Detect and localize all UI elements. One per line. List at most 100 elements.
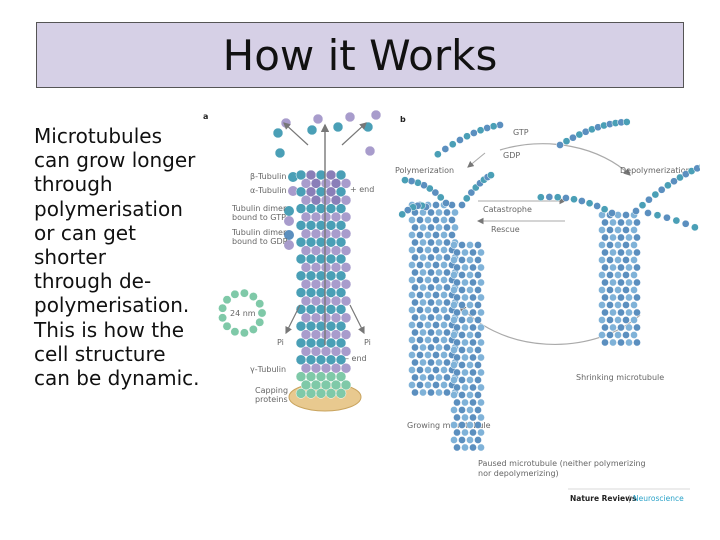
plus-end-label: + end <box>350 185 374 194</box>
tube-subunit <box>443 313 451 322</box>
panel-a-letter: a <box>203 112 208 121</box>
tube-subunit <box>469 398 477 407</box>
curl-subunit <box>487 171 495 179</box>
tube-subunit <box>435 208 443 217</box>
tube-subunit <box>419 268 427 277</box>
tube-subunit <box>443 223 451 232</box>
curl-subunit <box>441 145 450 153</box>
free-tubulin-dimer <box>344 111 356 123</box>
tube-subunit <box>411 388 419 397</box>
tube-subunit <box>461 398 469 407</box>
curl-subunit <box>664 181 672 190</box>
body-line: can be dynamic. <box>34 366 200 391</box>
curl-subunit <box>644 209 652 217</box>
tube-subunit <box>411 343 419 352</box>
curl-subunit <box>476 126 485 135</box>
tube-subunit <box>601 263 609 272</box>
tube-subunit <box>440 351 448 359</box>
tube-subunit <box>469 353 477 362</box>
svg-text:|: | <box>628 494 631 503</box>
tube-subunit <box>466 391 474 399</box>
tube-subunit <box>461 263 469 272</box>
microtubule-figure: a β-Tubulin α-Tubulin Tubulin dimer boun… <box>203 109 700 503</box>
tube-subunit <box>458 391 466 399</box>
tube-subunit <box>416 306 424 314</box>
tube-subunit <box>469 278 477 287</box>
tubulin-subunit <box>335 337 347 349</box>
tube-subunit <box>408 306 416 314</box>
tube-subunit <box>416 276 424 284</box>
tube-subunit <box>453 248 461 257</box>
tube-subunit <box>622 286 630 294</box>
tube-subunit <box>435 343 443 352</box>
tube-subunit <box>474 256 482 264</box>
tube-subunit <box>461 368 469 377</box>
tube-subunit <box>598 316 606 324</box>
tube-subunit <box>419 253 427 262</box>
gdp-label: GDP <box>503 151 520 160</box>
tube-subunit <box>408 231 416 239</box>
tube-subunit <box>474 406 482 414</box>
tube-subunit <box>448 216 456 224</box>
tube-subunit <box>453 398 461 407</box>
curl-subunit <box>398 210 407 219</box>
tube-subunit <box>617 233 625 242</box>
body-line: polymerisation <box>34 196 183 221</box>
tube-subunit <box>469 323 477 332</box>
tube-subunit <box>622 316 630 324</box>
tube-subunit <box>474 391 482 399</box>
tube-subunit <box>450 316 458 324</box>
tube-subunit <box>427 328 435 337</box>
ring-subunit <box>218 303 228 313</box>
tube-subunit <box>416 321 424 329</box>
free-tubulin-dimer <box>306 124 318 136</box>
tube-subunit <box>427 238 435 247</box>
tube-subunit <box>432 306 440 314</box>
tube-subunit <box>450 331 458 339</box>
tubulin-subunit <box>340 278 352 290</box>
free-tubulin-dimer <box>332 121 344 133</box>
tube-subunit <box>450 421 458 429</box>
tubulin-subunit <box>305 388 317 399</box>
tube-subunit <box>424 231 432 239</box>
tube-subunit <box>630 286 638 294</box>
tube-subunit <box>458 271 466 279</box>
legend-beta: β-Tubulin <box>250 172 286 181</box>
legend-alpha: α-Tubulin <box>250 186 287 195</box>
legend-gtp-1: Tubulin dimer <box>231 204 287 213</box>
tube-subunit <box>625 248 633 257</box>
tube-subunit <box>416 381 424 389</box>
gtp-dimer-swatch-bottom <box>284 216 294 226</box>
tube-subunit <box>617 278 625 287</box>
tube-subunit <box>411 328 419 337</box>
tubulin-subunit <box>325 388 337 399</box>
tube-subunit <box>477 338 485 347</box>
tube-subunit <box>633 293 641 302</box>
tube-subunit <box>466 241 474 249</box>
tubulin-subunit <box>340 245 352 256</box>
tube-subunit <box>601 338 609 347</box>
free-tubulin-dimer <box>370 109 382 121</box>
tube-subunit <box>450 241 458 249</box>
tube-subunit <box>466 331 474 339</box>
ring-subunit <box>255 299 265 309</box>
tube-subunit <box>609 278 617 287</box>
tube-subunit <box>419 358 427 367</box>
tube-subunit <box>614 256 622 264</box>
tube-subunit <box>633 308 641 317</box>
catastrophe-label: Catastrophe <box>483 205 532 214</box>
tube-subunit <box>466 286 474 294</box>
curl-subunit <box>407 177 416 185</box>
tube-subunit <box>427 373 435 382</box>
tubulin-subunit <box>335 371 347 382</box>
tube-subunit <box>432 261 440 269</box>
tube-subunit <box>427 208 435 217</box>
tube-subunit <box>466 406 474 414</box>
tube-subunit <box>450 346 458 354</box>
curl-subunit <box>681 219 690 228</box>
tube-subunit <box>450 256 458 264</box>
tubulin-subunit <box>340 346 352 357</box>
body-line: or can get <box>34 220 136 245</box>
tube-subunit <box>617 323 625 332</box>
tube-subunit <box>458 421 466 429</box>
